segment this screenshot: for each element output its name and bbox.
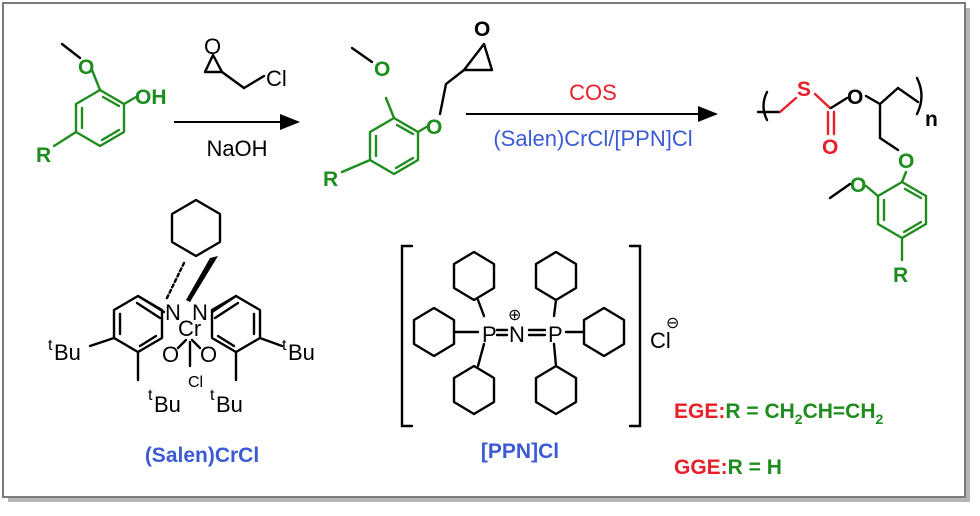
tbu-bottom-left-sup: t — [148, 387, 153, 404]
glycidyl-ether-monomer: O O R O — [323, 18, 494, 191]
atom-n-ppn: N — [509, 322, 525, 347]
atom-o-salen-left: O — [162, 342, 179, 367]
atom-cr: Cr — [178, 316, 201, 341]
legend-ege: EGE:R = CH2CH=CH2 — [674, 400, 884, 427]
atom-o-epoxide-1: O — [204, 34, 221, 59]
atom-r-2: R — [323, 168, 338, 191]
atom-r-3: R — [893, 264, 908, 287]
r-group-legend: EGE:R = CH2CH=CH2 GGE:R = H — [674, 400, 884, 479]
atom-o-epoxide-2: O — [474, 18, 490, 41]
atom-cl-epi: Cl — [266, 66, 287, 91]
reagent-cos: COS — [569, 80, 617, 105]
legend-gge-prefix: GGE: — [674, 456, 728, 479]
atom-s: S — [797, 78, 811, 101]
tbu-bottom-left: Bu — [154, 392, 181, 417]
tbu-bottom-right: Bu — [216, 392, 243, 417]
atom-o-carbonyl: O — [822, 136, 838, 159]
ppn-cl-cocatalyst: P N P ⊕ Cl ⊖ [PPN]Cl — [400, 244, 679, 463]
legend-gge: GGE:R = H — [674, 456, 782, 479]
atom-oh: OH — [135, 86, 167, 109]
polymer-product: S O O n O O R — [756, 76, 938, 287]
salen-crcl-catalyst: N N Cr O O Cl t Bu t Bu t Bu t Bu (Salen… — [48, 198, 315, 467]
atom-n-left: N — [165, 300, 181, 325]
tbu-right: Bu — [288, 340, 315, 365]
charge-plus: ⊕ — [508, 307, 521, 324]
tbu-left-sup: t — [48, 337, 53, 354]
atom-o-salen-right: O — [200, 342, 217, 367]
atom-o-backbone: O — [847, 86, 863, 109]
atom-p-left: P — [482, 322, 497, 347]
charge-minus: ⊖ — [666, 315, 679, 332]
tbu-right-sup: t — [282, 337, 287, 354]
subscript-n: n — [925, 108, 938, 131]
atom-cl-salen: Cl — [188, 374, 203, 391]
epichlorohydrin: O Cl — [203, 34, 287, 91]
atom-o-methoxy-2: O — [374, 58, 390, 81]
legend-ege-prefix: EGE: — [674, 400, 725, 423]
legend-ege-r: R = CH — [725, 400, 794, 423]
condition-naoh: NaOH — [206, 136, 267, 161]
guaiacol-molecule: O OH R — [36, 42, 167, 167]
atom-p-right: P — [548, 322, 563, 347]
atom-cl-counterion: Cl — [650, 328, 671, 353]
legend-ege-sub1: 2 — [795, 411, 803, 427]
legend-ege-mid: CH=CH — [803, 400, 876, 423]
tbu-left: Bu — [54, 340, 81, 365]
label-salen: (Salen)CrCl — [145, 444, 259, 467]
legend-ege-sub2: 2 — [876, 411, 884, 427]
legend-gge-r: R = H — [728, 456, 782, 479]
catalyst-label: (Salen)CrCl/[PPN]Cl — [493, 126, 692, 151]
tbu-bottom-right-sup: t — [210, 387, 215, 404]
atom-r-1: R — [36, 144, 51, 167]
atom-n-right: N — [192, 300, 208, 325]
frame — [2, 2, 966, 498]
atom-o-pendant: O — [898, 150, 914, 173]
atom-o-ether-2: O — [426, 116, 442, 139]
label-ppn: [PPN]Cl — [481, 440, 559, 463]
atom-o-methoxy-3: O — [850, 174, 866, 197]
atom-o-methoxy: O — [78, 56, 94, 79]
